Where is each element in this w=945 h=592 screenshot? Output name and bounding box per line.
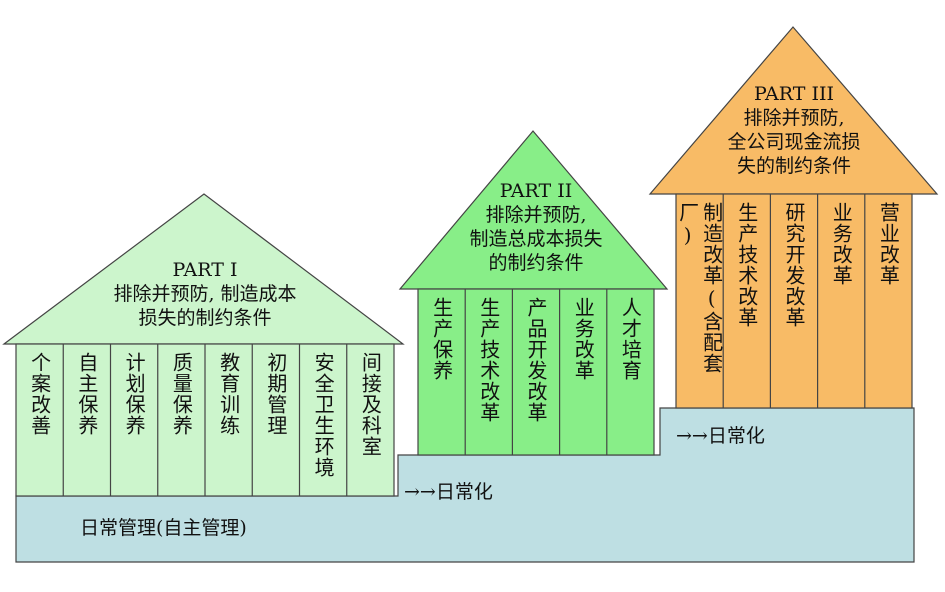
part3-roof-text: PART III 排除并预防, 全公司现金流损 失的制约条件 bbox=[676, 82, 912, 178]
part3-roof-line-1: 排除并预防, bbox=[743, 107, 845, 129]
part1-pillar-5: 教育训练 bbox=[205, 344, 252, 496]
part2-roof-line-3: 的制约条件 bbox=[488, 252, 584, 274]
part3-roof-line-2: 全公司现金流损 bbox=[727, 131, 861, 153]
part1-pillar-4: 质量保养 bbox=[158, 344, 205, 496]
part1-roof-line-1: 排除并预防, 制造成本 bbox=[113, 283, 297, 305]
pillar-dividers bbox=[62, 194, 866, 496]
part1-roof-text: PART I 排除并预防, 制造成本 损失的制约条件 bbox=[60, 258, 350, 330]
part2-roof-line-2: 制造总成本损失 bbox=[469, 228, 603, 250]
part1-pillar-3: 计划保养 bbox=[111, 344, 158, 496]
part1-pillar-7: 安全卫生环境 bbox=[300, 344, 347, 496]
part2-pillar-1: 生产保养 bbox=[418, 289, 465, 455]
part2-title: PART II bbox=[499, 180, 573, 202]
part2-pillar-5: 人才培育 bbox=[607, 289, 654, 455]
part2-pillar-3: 产品开发改革 bbox=[512, 289, 559, 455]
part3-title: PART III bbox=[754, 83, 834, 105]
part1-roof-line-2: 损失的制约条件 bbox=[138, 307, 272, 329]
pillar-label: 质量保养 bbox=[169, 352, 194, 436]
pillar-label: 个案改善 bbox=[27, 352, 52, 436]
pillar-label: 初期管理 bbox=[263, 352, 288, 436]
pillar-label: 营业改革 bbox=[876, 202, 901, 286]
pillar-label: 生产技术改革 bbox=[734, 202, 759, 328]
part1-pillar-8: 间接及科室 bbox=[347, 344, 394, 496]
routinize-label-1: →→日常化 bbox=[404, 481, 493, 503]
pillar-label: 安全卫生环境 bbox=[311, 352, 336, 478]
pillar-label: 业务改革 bbox=[571, 297, 596, 381]
base-step bbox=[15, 407, 915, 563]
part2-roof-line-1: 排除并预防, bbox=[485, 204, 587, 226]
pillar-label: 计划保养 bbox=[122, 352, 147, 436]
part3-pillar-5: 营业改革 bbox=[865, 194, 912, 408]
part3-pillar-1: 制造改革(含配套厂) bbox=[675, 194, 724, 408]
part2-pillar-2: 生产技术改革 bbox=[465, 289, 512, 455]
pillar-label: 自主保养 bbox=[74, 352, 99, 436]
daily-management-label: 日常管理(自主管理) bbox=[80, 517, 247, 539]
pillar-label: 产品开发改革 bbox=[523, 297, 548, 423]
part1-pillar-2: 自主保养 bbox=[63, 344, 110, 496]
pillar-label: 人才培育 bbox=[618, 297, 643, 381]
part2-roof-text: PART II 排除并预防, 制造总成本损失 的制约条件 bbox=[418, 179, 654, 275]
pillar-label: 研究开发改革 bbox=[781, 202, 806, 328]
part3-roof-line-3: 失的制约条件 bbox=[736, 155, 851, 177]
part3-pillar-4: 业务改革 bbox=[818, 194, 865, 408]
pillar-label: 业务改革 bbox=[829, 202, 854, 286]
pillar-label: 教育训练 bbox=[216, 352, 241, 436]
part2-pillar-4: 业务改革 bbox=[560, 289, 607, 455]
part2-pillar-body bbox=[417, 288, 655, 456]
pillar-label: 制造改革(含配套厂) bbox=[675, 202, 724, 374]
pillar-label: 生产技术改革 bbox=[476, 297, 501, 423]
routinize-label-2: →→日常化 bbox=[676, 425, 765, 447]
part1-title: PART I bbox=[172, 259, 238, 281]
part3-pillar-body bbox=[675, 193, 913, 409]
part3-pillar-3: 研究开发改革 bbox=[770, 194, 817, 408]
part3-pillar-2: 生产技术改革 bbox=[723, 194, 770, 408]
pillar-label: 间接及科室 bbox=[358, 352, 383, 457]
part1-pillar-1: 个案改善 bbox=[16, 344, 63, 496]
part1-pillar-6: 初期管理 bbox=[252, 344, 299, 496]
pillar-label: 生产保养 bbox=[429, 297, 454, 381]
